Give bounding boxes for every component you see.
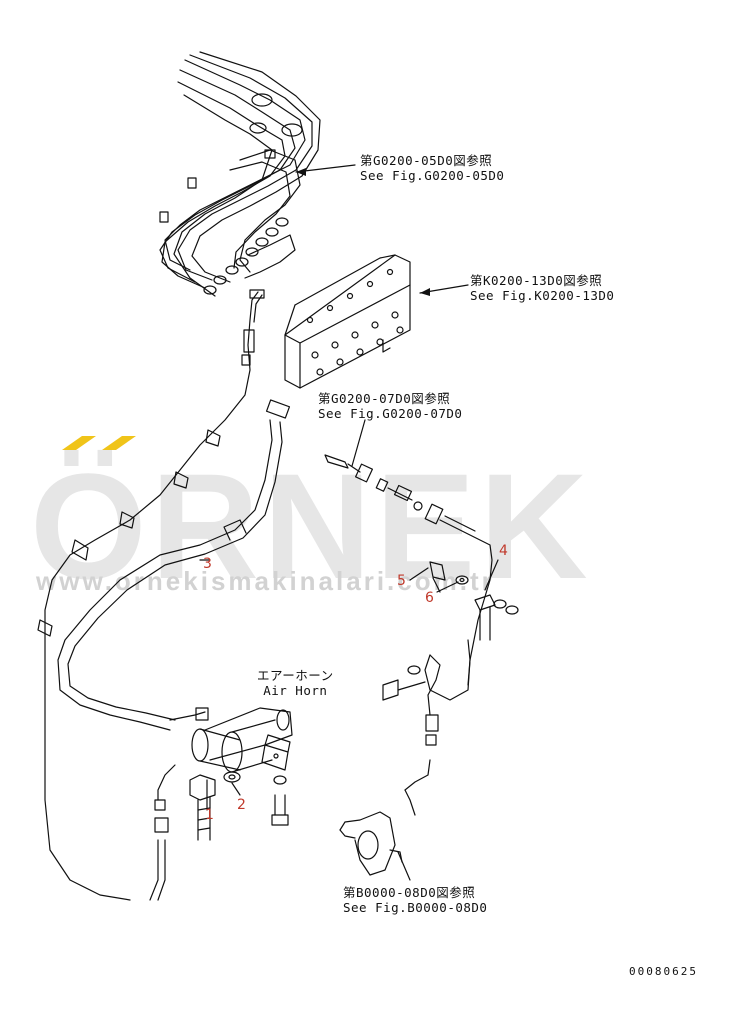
part-number-2: 2 [237,797,246,813]
part-number-4: 4 [499,543,508,559]
frame-bracket [339,811,403,876]
air-horn-label-en: Air Horn [263,683,328,698]
watermark-brand: ÖRNEK [30,442,592,610]
hose-line-left [37,289,265,901]
fitting-5 [429,561,446,593]
bracket-4 [474,594,519,641]
air-horn [191,707,293,773]
leader-4 [484,559,499,591]
leader-2 [231,782,241,796]
hose-line-right [404,639,471,816]
bolt-right [382,665,426,701]
fitting-chain [324,454,493,686]
leader-6 [436,581,459,593]
ref-jp: 第K0200-13D0図参照 [470,273,603,288]
part-number-6: 6 [425,590,434,606]
drawing-code: 00080625 [629,965,698,978]
air-horn-label-jp: エアーホーン [257,668,334,683]
ref-g0200-05d0: 第G0200-05D0図参照 See Fig.G0200-05D0 [360,153,504,183]
valve-manifold [284,254,411,389]
bolt-1 [189,774,216,841]
ref-k0200-13d0: 第K0200-13D0図参照 See Fig.K0200-13D0 [470,273,614,303]
hose-3 [57,399,291,731]
washer-2 [223,771,241,783]
leader-b0000-08d0 [397,851,411,881]
ref-jp: 第G0200-07D0図参照 [318,391,451,406]
ref-en: See Fig.K0200-13D0 [470,288,615,303]
leader-g0200-07d0 [351,419,366,467]
ref-b0000-08d0: 第B0000-08D0図参照 See Fig.B0000-08D0 [343,885,487,915]
ref-en: See Fig.G0200-07D0 [318,406,463,421]
ref-jp: 第G0200-05D0図参照 [360,153,493,168]
hose-harness [159,51,321,297]
part-number-1: 1 [205,807,214,823]
washer-6 [455,575,469,585]
ref-jp: 第B0000-08D0図参照 [343,885,476,900]
hose-lower-left [149,764,176,901]
bolt-lower [271,775,289,826]
ref-g0200-07d0: 第G0200-07D0図参照 See Fig.G0200-07D0 [318,391,462,421]
ref-en: See Fig.B0000-08D0 [343,900,488,915]
part-number-5: 5 [397,573,406,589]
watermark-url: www.ornekismakinalari.com.tr [36,566,495,596]
air-horn-label: エアーホーン Air Horn [257,668,334,698]
ref-en: See Fig.G0200-05D0 [360,168,505,183]
leader-5 [409,567,429,581]
part-number-3: 3 [203,556,212,572]
